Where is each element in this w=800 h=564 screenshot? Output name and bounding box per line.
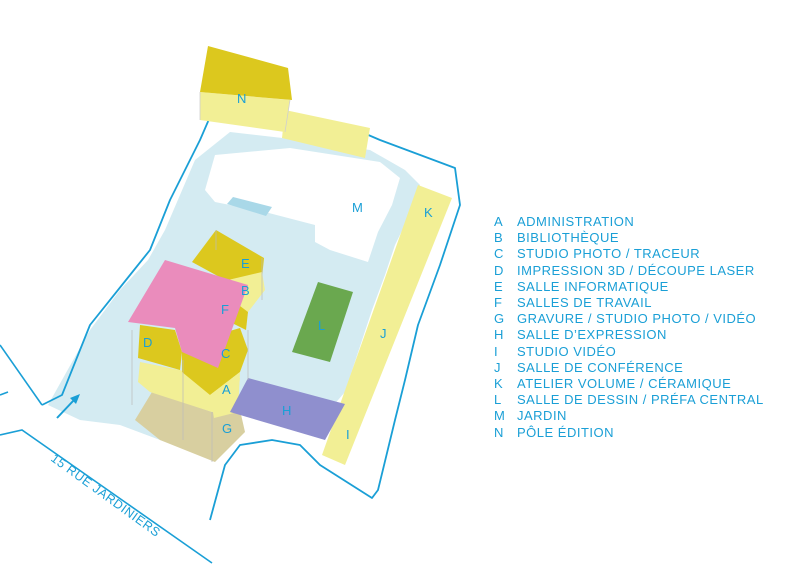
building-d xyxy=(138,325,182,370)
street-name: 15 RUE JARDINIERS xyxy=(48,451,163,540)
legend-key: L xyxy=(494,392,502,408)
legend-label: SALLE D’EXPRESSION xyxy=(517,327,667,343)
legend-label: SALLE DE DESSIN / PRÉFA CENTRAL xyxy=(517,392,764,408)
legend-label: ADMINISTRATION xyxy=(517,214,635,229)
map-label-g: G xyxy=(222,421,232,436)
legend-label: ATELIER VOLUME / CÉRAMIQUE xyxy=(517,376,732,392)
legend-item: G GRAVURE / STUDIO PHOTO / VIDÉO xyxy=(494,311,764,327)
legend-item: B BIBLIOTHÈQUE xyxy=(494,230,764,246)
legend-item: I STUDIO VIDÉO xyxy=(494,344,764,360)
legend-label: BIBLIOTHÈQUE xyxy=(517,230,620,246)
building-n-top xyxy=(200,46,292,100)
legend: A ADMINISTRATION B BIBLIOTHÈQUE C STUDIO PH… xyxy=(494,214,764,441)
map-label-a: A xyxy=(222,382,231,397)
legend-item: H SALLE D’EXPRESSION xyxy=(494,327,764,343)
map-label-i: I xyxy=(346,427,350,442)
legend-key: I xyxy=(494,343,499,359)
map-label-b: B xyxy=(241,283,250,298)
legend-key: A xyxy=(494,214,504,229)
legend-item: D IMPRESSION 3D / DÉCOUPE LASER xyxy=(494,263,764,279)
building-e xyxy=(192,230,264,280)
legend-item: K ATELIER VOLUME / CÉRAMIQUE xyxy=(494,376,764,392)
legend-key: H xyxy=(494,327,504,343)
legend-item: F SALLES DE TRAVAIL xyxy=(494,295,764,311)
legend-key: D xyxy=(494,262,504,278)
map-label-e: E xyxy=(241,256,250,271)
entrance-arrow-icon xyxy=(56,394,80,419)
legend-key: G xyxy=(494,311,505,327)
legend-key: C xyxy=(494,246,504,262)
legend-key: J xyxy=(494,359,501,375)
legend-item: E SALLE INFORMATIQUE xyxy=(494,279,764,295)
map-label-k: K xyxy=(424,205,433,220)
legend-label: IMPRESSION 3D / DÉCOUPE LASER xyxy=(517,262,755,278)
building-f xyxy=(128,260,248,368)
building-j xyxy=(322,185,452,465)
legend-item: L SALLE DE DESSIN / PRÉFA CENTRAL xyxy=(494,392,764,408)
legend-key: E xyxy=(494,278,504,294)
map-label-j: J xyxy=(380,326,387,341)
map-label-l: L xyxy=(318,318,325,333)
legend-label: STUDIO VIDÉO xyxy=(517,343,617,359)
legend-label: STUDIO PHOTO / TRACEUR xyxy=(517,246,701,262)
legend-key: B xyxy=(494,230,504,246)
legend-item: J SALLE DE CONFÉRENCE xyxy=(494,360,764,376)
legend-item: A ADMINISTRATION xyxy=(494,214,764,230)
building-l xyxy=(292,282,353,362)
street-boundary xyxy=(0,344,213,564)
legend-item: M JARDIN xyxy=(494,408,764,424)
map-label-d: D xyxy=(143,335,152,350)
legend-label: SALLE DE CONFÉRENCE xyxy=(517,359,684,375)
building-a xyxy=(210,372,240,418)
legend-key: M xyxy=(494,408,506,424)
legend-label: GRAVURE / STUDIO PHOTO / VIDÉO xyxy=(517,311,757,327)
building-g xyxy=(135,392,245,462)
building-n-base xyxy=(200,92,290,132)
bench xyxy=(227,197,272,216)
legend-item: C STUDIO PHOTO / TRACEUR xyxy=(494,246,764,262)
building-h xyxy=(230,378,345,440)
building-n-annex xyxy=(282,110,370,158)
map-label-m: M xyxy=(352,200,363,215)
legend-key: K xyxy=(494,376,504,392)
map-label-f: F xyxy=(221,302,229,317)
legend-label: JARDIN xyxy=(517,408,567,424)
volume-edges xyxy=(131,230,263,462)
map-label-n: N xyxy=(237,91,246,106)
garden-paving xyxy=(205,148,400,262)
legend-label: SALLE INFORMATIQUE xyxy=(517,278,669,294)
legend-label: SALLES DE TRAVAIL xyxy=(517,295,652,311)
map-label-c: C xyxy=(221,346,230,361)
building-n-edges xyxy=(199,92,291,133)
legend-key: F xyxy=(494,295,503,311)
map-label-h: H xyxy=(282,403,291,418)
site-boundary xyxy=(41,104,461,521)
legend-key: N xyxy=(494,424,504,440)
legend-item: N PÔLE ÉDITION xyxy=(494,425,764,441)
legend-label: PÔLE ÉDITION xyxy=(517,424,615,440)
